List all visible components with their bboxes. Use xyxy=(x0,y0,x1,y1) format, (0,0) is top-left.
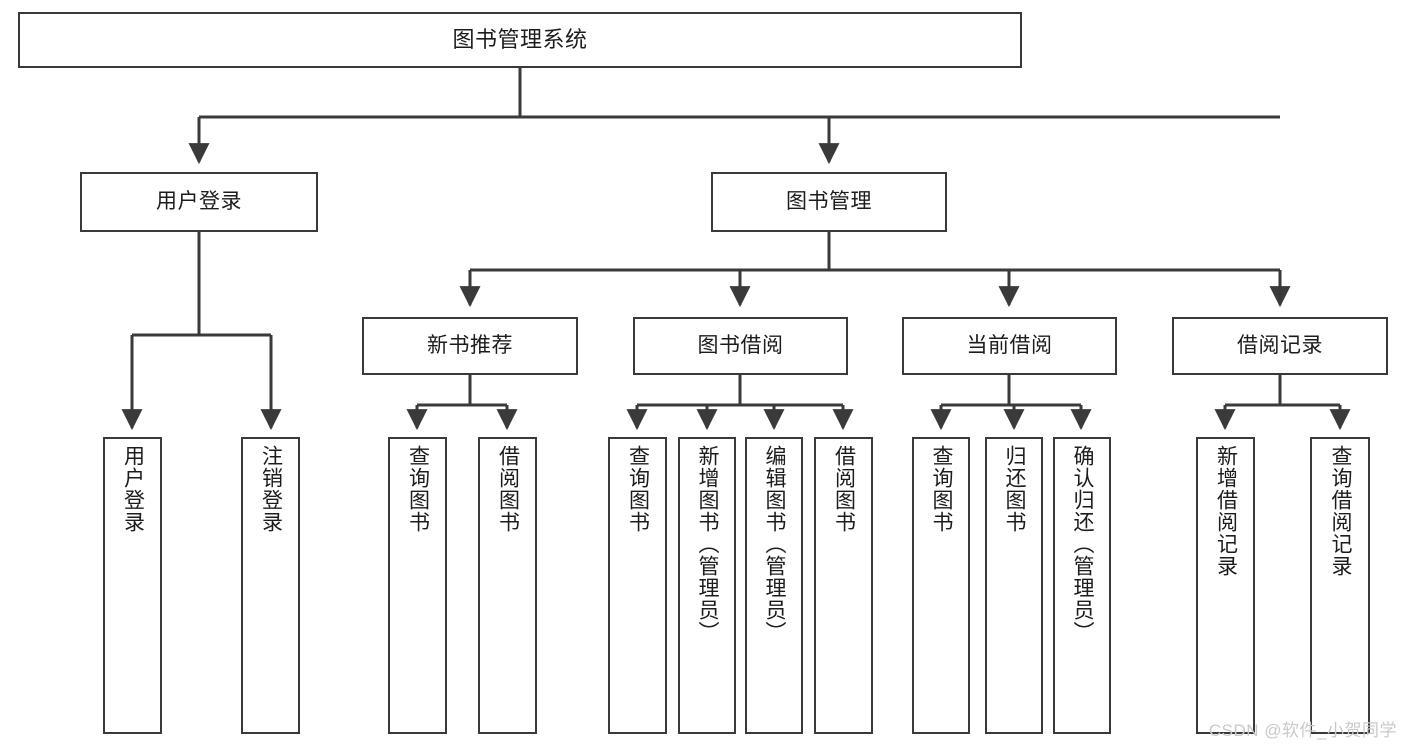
node-leaf-query-books-current[interactable]: 查询图书 xyxy=(912,437,970,734)
node-user-login[interactable]: 用户登录 xyxy=(80,172,318,232)
node-new-book-recommend[interactable]: 新书推荐 xyxy=(362,317,578,375)
node-leaf-query-borrow-record[interactable]: 查询借阅记录 xyxy=(1310,437,1370,734)
node-leaf-add-borrow-record[interactable]: 新增借阅记录 xyxy=(1196,437,1255,734)
node-label: 借阅图书 xyxy=(832,445,856,533)
node-book-management[interactable]: 图书管理 xyxy=(711,172,947,232)
node-leaf-query-books-borrow[interactable]: 查询图书 xyxy=(608,437,667,734)
node-leaf-add-book-admin[interactable]: 新增图书（管理员） xyxy=(678,437,736,734)
node-current-borrow[interactable]: 当前借阅 xyxy=(902,317,1117,375)
node-label: 新书推荐 xyxy=(427,333,513,357)
node-label: 新增图书（管理员） xyxy=(696,445,720,643)
node-label: 图书借阅 xyxy=(697,333,784,357)
node-label: 查询图书 xyxy=(406,445,430,533)
node-book-borrow[interactable]: 图书借阅 xyxy=(633,317,848,375)
node-label: 注销登录 xyxy=(259,445,283,533)
node-leaf-return-books[interactable]: 归还图书 xyxy=(985,437,1043,734)
node-label: 借阅图书 xyxy=(496,445,520,533)
node-label: 用户登录 xyxy=(156,189,242,213)
node-label: 用户登录 xyxy=(121,445,145,533)
node-label: 确认归还（管理员） xyxy=(1071,445,1095,643)
node-leaf-logout[interactable]: 注销登录 xyxy=(241,437,300,734)
node-leaf-borrow-books[interactable]: 借阅图书 xyxy=(814,437,873,734)
node-leaf-borrow-books-recommend[interactable]: 借阅图书 xyxy=(478,437,537,734)
node-root-system[interactable]: 图书管理系统 xyxy=(18,12,1022,68)
node-label: 图书管理 xyxy=(786,189,872,213)
node-label: 图书管理系统 xyxy=(452,27,588,53)
node-label: 借阅记录 xyxy=(1237,333,1323,357)
node-label: 查询图书 xyxy=(930,445,954,533)
node-label: 查询借阅记录 xyxy=(1329,445,1353,577)
node-borrow-records[interactable]: 借阅记录 xyxy=(1172,317,1388,375)
node-leaf-edit-book-admin[interactable]: 编辑图书（管理员） xyxy=(745,437,803,734)
node-label: 查询图书 xyxy=(626,445,650,533)
node-leaf-user-login[interactable]: 用户登录 xyxy=(103,437,162,734)
node-label: 当前借阅 xyxy=(966,333,1053,357)
node-leaf-query-books-recommend[interactable]: 查询图书 xyxy=(388,437,447,734)
watermark-text: CSDN @软件_小贺同学 xyxy=(1208,721,1397,740)
node-leaf-confirm-return-admin[interactable]: 确认归还（管理员） xyxy=(1053,437,1111,734)
node-label: 编辑图书（管理员） xyxy=(763,445,787,643)
node-label: 归还图书 xyxy=(1003,445,1027,533)
node-label: 新增借阅记录 xyxy=(1214,445,1238,577)
